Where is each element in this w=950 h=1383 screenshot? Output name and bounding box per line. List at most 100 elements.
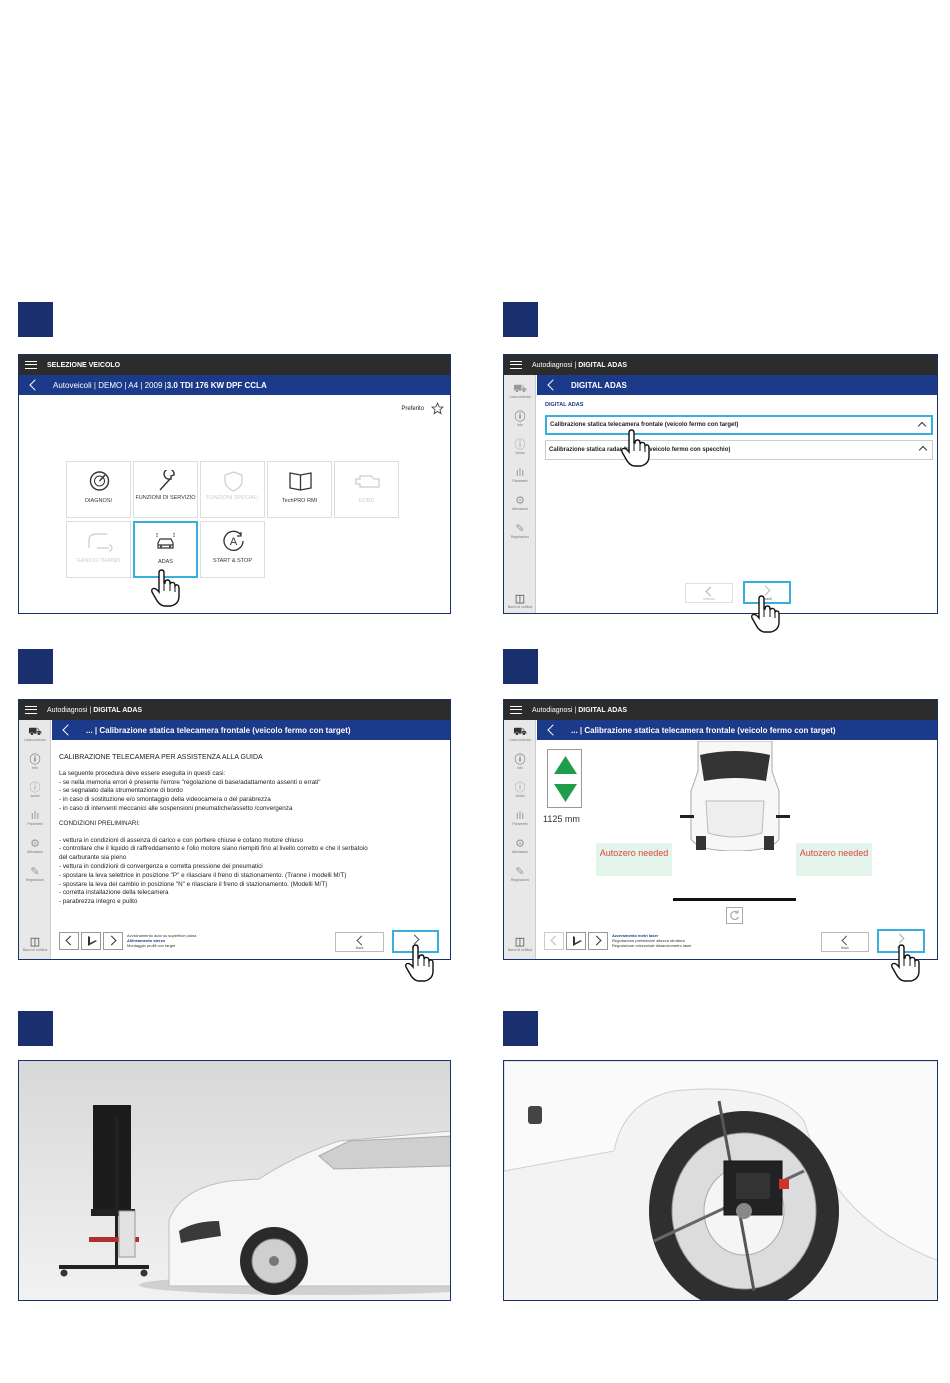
play-icon xyxy=(573,936,582,946)
gauge-icon xyxy=(89,471,110,491)
sidebar-item-lista-controllo[interactable]: ⛟Lista controllo xyxy=(504,383,536,399)
gear-icon: ⚙ xyxy=(30,838,40,850)
play-button[interactable] xyxy=(566,932,586,950)
panel-vehicle-selection: SELEZIONE VEICOLO Autoveicoli | DEMO | A… xyxy=(18,354,451,614)
condition-line: del carburante sia pieno xyxy=(59,854,127,862)
alert-icon: ⓘ xyxy=(29,782,41,794)
chevron-left-icon xyxy=(355,935,366,946)
back-button[interactable]: Back xyxy=(821,932,869,952)
calibration-scene-illustration xyxy=(19,1061,450,1300)
menu-icon[interactable] xyxy=(510,706,522,714)
vehicle-header: Autoveicoli | DEMO | A4 | 2009 | 3.0 TDI… xyxy=(19,375,450,395)
sidebar-item-regolazioni[interactable]: ✎Regolazioni xyxy=(19,866,51,882)
gear-icon: ⚙ xyxy=(515,838,525,850)
info-icon: ⓘ xyxy=(29,754,41,766)
sidebar-label: Barra di notifica xyxy=(507,948,533,952)
topbar-title: DIGITAL ADAS xyxy=(578,706,628,714)
procedure-heading: CALIBRAZIONE TELECAMERA PER ASSISTENZA A… xyxy=(59,754,263,761)
sidebar-label: Info xyxy=(32,766,38,770)
prev-step-button[interactable] xyxy=(544,932,564,950)
refresh-button[interactable] xyxy=(726,907,743,924)
chevron-left-icon xyxy=(550,935,561,946)
back-arrow-icon[interactable] xyxy=(29,379,41,391)
play-icon xyxy=(88,936,97,946)
list-item-camera-calibration[interactable]: Calibrazione statica telecamera frontale… xyxy=(545,415,933,435)
step-item: Regolazione orizzontale distanziometro l… xyxy=(612,943,692,948)
next-step-button[interactable] xyxy=(103,932,123,950)
top-bar: SELEZIONE VEICOLO xyxy=(19,355,450,375)
panel-digital-adas-list: Autodiagnosi | DIGITAL ADAS ⛟Lista contr… xyxy=(503,354,938,614)
top-bar: Autodiagnosi | DIGITAL ADAS xyxy=(19,700,450,720)
car-top-view-icon xyxy=(680,741,790,851)
notification-bar-toggle[interactable]: ◫Barra di notifica xyxy=(504,593,536,609)
tow-hook-icon xyxy=(88,533,113,552)
sidebar-item-regolazioni[interactable]: ✎Regolazioni xyxy=(504,866,536,882)
chevron-left-icon xyxy=(841,935,852,946)
tile-techpro-rmi[interactable]: TechPRO RMI xyxy=(267,461,332,518)
button-label: Back xyxy=(355,946,364,950)
sidebar-label: Attivazioni xyxy=(27,850,43,854)
sidebar-label: Regolazioni xyxy=(510,878,530,882)
menu-icon[interactable] xyxy=(25,706,37,714)
sidebar-label: Info xyxy=(517,423,523,427)
next-step-button[interactable] xyxy=(588,932,608,950)
notification-icon: ◫ xyxy=(514,936,526,948)
menu-icon[interactable] xyxy=(25,361,37,369)
sidebar-item-lista-controllo[interactable]: ⛟Lista controllo xyxy=(19,726,51,742)
adas-car-icon xyxy=(156,533,175,549)
sidebar-item-regolazioni[interactable]: ✎Regolazioni xyxy=(504,523,536,539)
tile-label: ADAS xyxy=(158,559,173,565)
back-arrow-icon[interactable] xyxy=(547,379,559,391)
car-icon: ⛟ xyxy=(28,726,42,738)
next-button[interactable]: Avanti xyxy=(743,581,791,604)
prev-step-button[interactable] xyxy=(59,932,79,950)
back-arrow-icon[interactable] xyxy=(547,724,559,736)
chevron-left-icon xyxy=(65,935,76,946)
tile-label: TechPRO RMI xyxy=(281,498,318,504)
button-label: Avanti xyxy=(762,597,772,601)
sidebar-label: Parametri xyxy=(27,822,43,826)
topbar-path: Autodiagnosi | xyxy=(532,706,577,714)
tile-funzioni-servizio[interactable]: FUNZIONI DI SERVIZIO xyxy=(133,461,198,518)
car-icon: ⛟ xyxy=(513,726,527,738)
sidebar-item-attivazioni[interactable]: ⚙Attivazioni xyxy=(504,838,536,854)
sidebar-label: Avvisi xyxy=(515,451,525,455)
star-icon[interactable] xyxy=(431,402,444,415)
topbar-title: DIGITAL ADAS xyxy=(578,361,628,369)
tile-adas[interactable]: ADAS xyxy=(133,521,198,578)
tile-diagnosi[interactable]: DIAGNOSI xyxy=(66,461,131,518)
sidebar-item-attivazioni[interactable]: ⚙Attivazioni xyxy=(504,495,536,511)
notification-bar-toggle[interactable]: ◫Barra di notifica xyxy=(19,936,51,952)
chevron-right-icon xyxy=(894,933,905,944)
tile-start-stop[interactable]: A START & STOP xyxy=(200,521,265,578)
play-button[interactable] xyxy=(81,932,101,950)
panel-laser-autozero: Autodiagnosi | DIGITAL ADAS ⛟Lista contr… xyxy=(503,699,938,960)
condition-line: - spostare la leva del cambio in posizio… xyxy=(59,880,328,888)
sidebar-label: Avvisi xyxy=(30,794,40,798)
bars-icon: ılı xyxy=(515,467,525,479)
height-adjust-widget[interactable] xyxy=(547,749,582,808)
header-title: ... | Calibrazione statica telecamera fr… xyxy=(86,725,351,735)
topbar-path: Autodiagnosi | xyxy=(47,706,92,714)
list-item-radar-calibration[interactable]: Calibrazione statica radar frontale (vei… xyxy=(545,440,933,460)
back-button[interactable]: Indietro xyxy=(685,583,733,603)
sidebar-label: Regolazioni xyxy=(510,535,530,539)
sidebar-item-lista-controllo[interactable]: ⛟Lista controllo xyxy=(504,726,536,742)
pointer-hand-icon xyxy=(621,429,650,467)
sidebar-item-attivazioni[interactable]: ⚙Attivazioni xyxy=(19,838,51,854)
notification-bar-toggle[interactable]: ◫Barra di notifica xyxy=(504,936,536,952)
back-arrow-icon[interactable] xyxy=(62,724,74,736)
back-button[interactable]: Back xyxy=(335,932,384,952)
menu-icon[interactable] xyxy=(510,361,522,369)
wrench-icon: ✎ xyxy=(515,523,525,535)
